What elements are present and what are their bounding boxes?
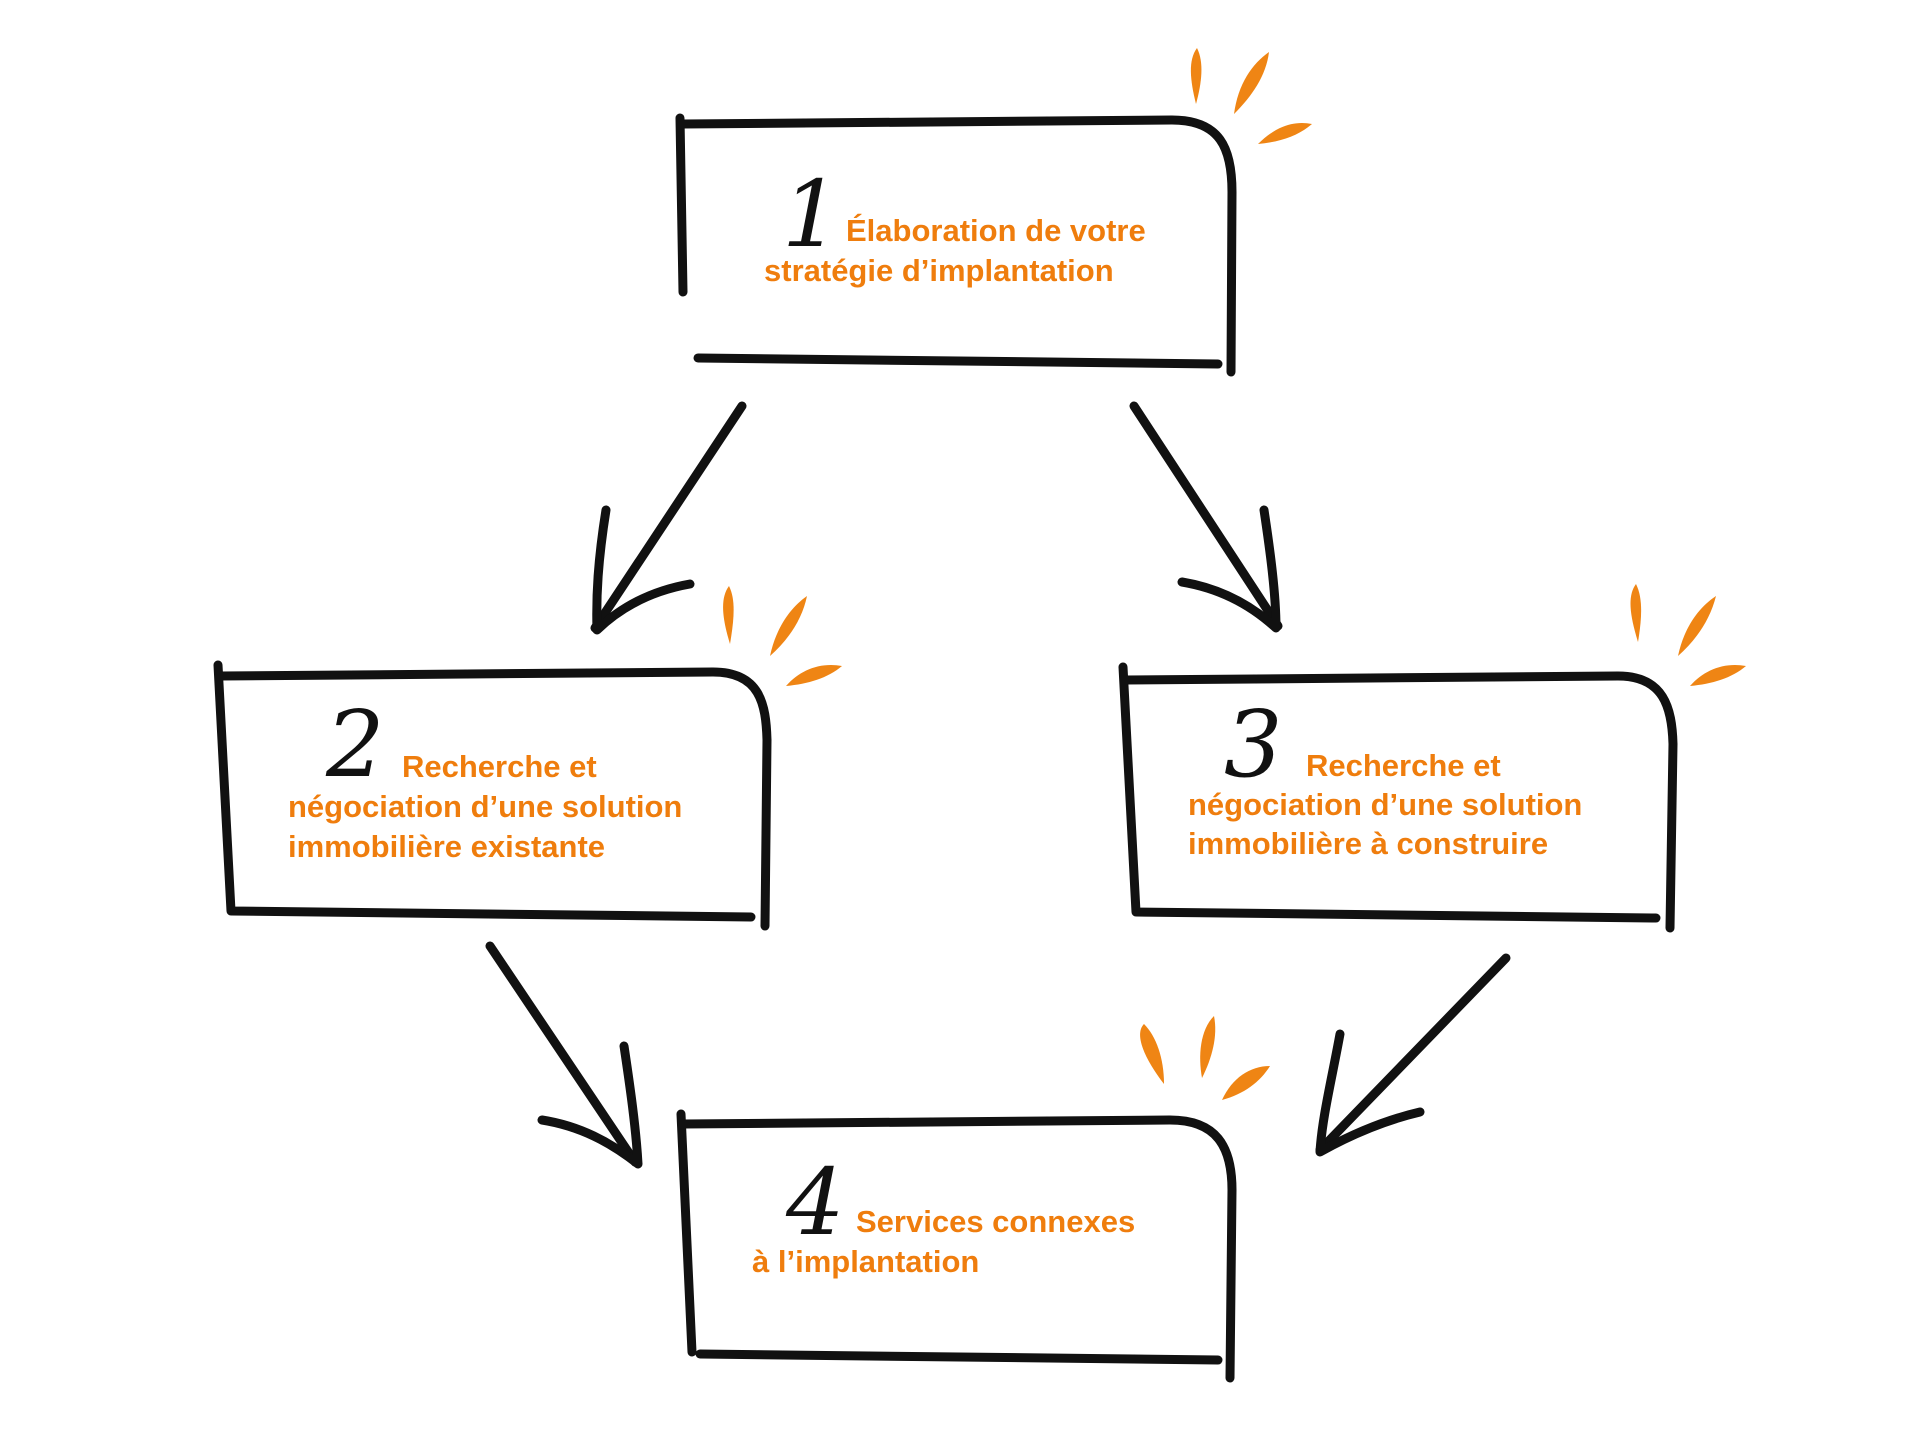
step-2-frame [213,660,772,931]
step-1-number: 1 [782,161,841,268]
step-4-sparkle-icon [1140,1016,1270,1100]
arrow-3-to-4 [1315,953,1511,1157]
step-1-box: 1 Élaboration de votre stratégie d’impla… [675,48,1312,377]
step-1-label-line-2: stratégie d’implantation [764,253,1114,288]
arrow-1-to-3 [1129,401,1283,633]
step-2-label-line-1: Recherche et [402,749,597,784]
step-1-sparkle-icon [1190,48,1312,144]
arrow-2-to-4 [485,941,643,1169]
step-3-sparkle-icon [1630,584,1746,686]
step-2-number: 2 [325,691,385,798]
step-2-box: 2 Recherche et négociation d’une solutio… [213,586,842,931]
step-1-frame [675,113,1237,377]
step-3-label-line-2: négociation d’une solution [1188,787,1582,822]
step-4-label-line-2: à l’implantation [752,1244,979,1279]
step-2-label-line-3: immobilière existante [288,829,605,864]
step-4-number: 4 [785,1149,845,1256]
step-1-label-line-1: Élaboration de votre [846,213,1146,248]
step-3-frame [1118,662,1678,933]
step-4-label-line-1: Services connexes [856,1204,1135,1239]
step-2-sparkle-icon [723,586,842,686]
step-3-label-line-1: Recherche et [1306,748,1501,783]
arrow-1-to-2 [590,401,747,635]
step-3-label-line-3: immobilière à construire [1188,826,1548,861]
step-3-number: 3 [1224,691,1283,798]
step-2-label-line-2: négociation d’une solution [288,789,682,824]
step-4-frame [676,1109,1237,1383]
step-4-box: 4 Services connexes à l’implantation [676,1016,1270,1383]
step-3-box: 3 Recherche et négociation d’une solutio… [1118,584,1746,933]
